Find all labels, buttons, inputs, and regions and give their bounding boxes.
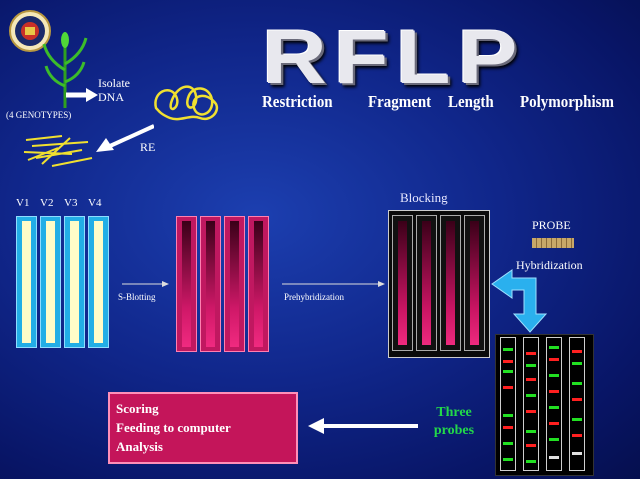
subtitle-polymorphism: Polymorphism [520, 92, 614, 111]
gel-band [526, 444, 536, 447]
gel-band [503, 414, 513, 417]
scoring-box: Scoring Feeding to computer Analysis [108, 392, 298, 464]
blocking-label: Blocking [400, 190, 448, 205]
gel-band [549, 456, 559, 459]
gel-band [503, 348, 513, 351]
gel-band [503, 386, 513, 389]
arrow-right-icon [282, 276, 386, 287]
subtitle-restriction: Restriction [262, 92, 333, 111]
dark-gel-lane [416, 215, 437, 351]
probe-label: PROBE [532, 218, 571, 232]
gel-band [572, 434, 582, 437]
gel-band [549, 374, 559, 377]
gel-band [549, 346, 559, 349]
hybridization-label: Hybridization [516, 258, 583, 272]
pink-gel [176, 212, 272, 354]
gel-band [503, 370, 513, 373]
emblem-icon [9, 10, 51, 52]
dark-gel-lane [464, 215, 485, 351]
subtitle-length: Length [448, 92, 494, 111]
gel-band [572, 398, 582, 401]
gel-band [526, 430, 536, 433]
gel-band [549, 422, 559, 425]
analysis-label: Analysis [116, 439, 163, 454]
final-gel-lane [500, 337, 516, 471]
gel-band [572, 362, 582, 365]
blue-gel-lane [88, 216, 109, 348]
gel-band [526, 364, 536, 367]
final-gel [495, 334, 594, 476]
gel-band [503, 360, 513, 363]
isolate-dna-label: Isolate DNA [98, 76, 130, 104]
gel-band [572, 350, 582, 353]
gel-band [526, 410, 536, 413]
final-gel-lane [523, 337, 539, 471]
final-gel-lane [546, 337, 562, 471]
pink-gel-lane [176, 216, 197, 352]
lane-label-v2: V2 [40, 197, 54, 209]
blue-gel-lane [64, 216, 85, 348]
blue-gel-lane [16, 216, 37, 348]
re-label: RE [140, 140, 156, 154]
plant-icon [40, 30, 90, 110]
dna-coil-icon [150, 78, 222, 126]
gel-band [526, 352, 536, 355]
final-gel-lane [569, 337, 585, 471]
arrow-left-icon [308, 418, 418, 434]
page-title: RFLP [262, 15, 525, 100]
gel-band [549, 390, 559, 393]
pink-gel-lane [248, 216, 269, 352]
blue-gel-lane [40, 216, 61, 348]
gel-band [526, 394, 536, 397]
gel-band [526, 378, 536, 381]
gel-band [526, 460, 536, 463]
arrow-diagonal-icon [96, 124, 155, 152]
gel-band [549, 406, 559, 409]
gel-band [572, 382, 582, 385]
gel-band [549, 358, 559, 361]
scoring-label: Scoring [116, 401, 159, 416]
arrow-right-icon [122, 276, 170, 287]
gel-band [503, 442, 513, 445]
gel-band [572, 452, 582, 455]
lane-label-v4: V4 [88, 197, 102, 209]
gel-band [503, 458, 513, 461]
subtitle-fragment: Fragment [368, 92, 432, 111]
lane-label-v3: V3 [64, 197, 78, 209]
gel-band [549, 438, 559, 441]
dna-fragments-icon [22, 130, 94, 170]
arrow-right-icon [66, 88, 98, 102]
blue-gel [14, 212, 114, 352]
bent-arrow-icon [490, 268, 554, 334]
gel-band [572, 418, 582, 421]
feeding-label: Feeding to computer [116, 420, 231, 435]
pink-gel-lane [200, 216, 221, 352]
dark-gel-lane [392, 215, 413, 351]
s-blotting-label: S-Blotting [118, 292, 156, 302]
gel-band [503, 426, 513, 429]
dark-gel [388, 210, 490, 358]
lane-label-v1: V1 [16, 197, 30, 209]
pink-gel-lane [224, 216, 245, 352]
three-probes-label: Three probes [433, 405, 475, 438]
prehybridization-label: Prehybridization [284, 292, 344, 302]
probe-bar [532, 238, 574, 248]
genotypes-label: (4 GENOTYPES) [6, 110, 72, 120]
dark-gel-lane [440, 215, 461, 351]
